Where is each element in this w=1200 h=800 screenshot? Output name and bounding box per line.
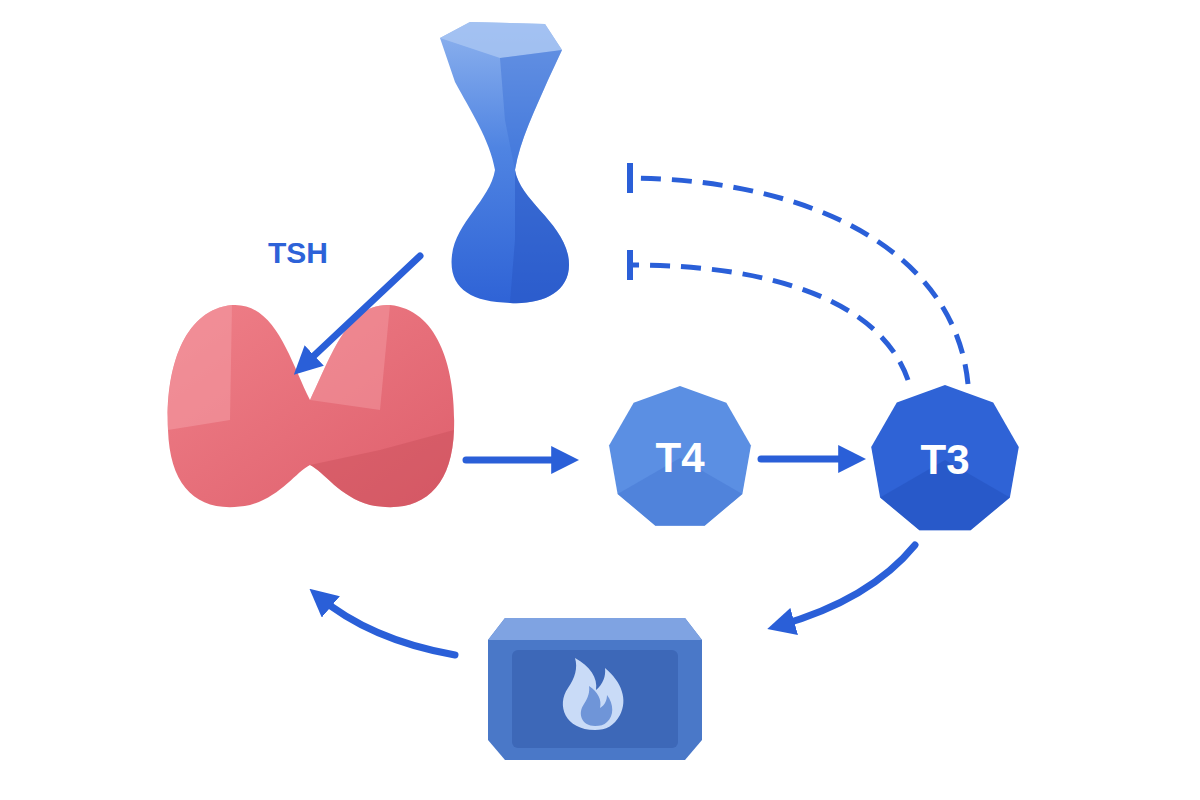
hormone-t3: T3: [867, 382, 1023, 538]
secretion-arrow: [466, 457, 568, 464]
tsh-arrow: [302, 256, 420, 367]
thyroid-gland: [168, 305, 454, 507]
hormone-t4: T4: [605, 383, 755, 533]
conversion-arrow: [761, 456, 855, 463]
action-arrow: [778, 545, 915, 626]
hormone-label: T4: [655, 434, 704, 482]
hormone-name: TSH: [268, 236, 328, 270]
hormone-label: T3: [920, 436, 969, 484]
pituitary-gland: [440, 22, 569, 303]
inhibition-lines: [630, 163, 968, 384]
feedback-arrow: [318, 596, 455, 655]
metabolism-box: [488, 618, 702, 760]
flame-icon: [563, 658, 624, 730]
